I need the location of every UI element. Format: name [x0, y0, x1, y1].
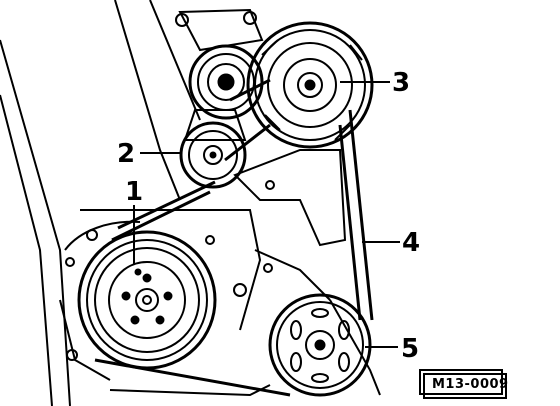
power-steering-pulley — [268, 293, 372, 397]
crankshaft-pulley — [77, 230, 217, 370]
ac-compressor-pulley — [246, 21, 374, 149]
callout-3: 3 — [392, 68, 410, 98]
engine-block — [0, 0, 381, 406]
alternator-pulley — [188, 44, 264, 120]
callout-2: 2 — [117, 139, 135, 169]
drive-belt — [94, 78, 374, 397]
leader-lines — [133, 81, 400, 348]
callout-1: 1 — [125, 177, 143, 207]
callout-4: 4 — [402, 228, 420, 258]
callout-5: 5 — [401, 334, 419, 364]
reference-code-box: M13-0009 — [419, 369, 509, 399]
reference-code: M13-0009 — [432, 377, 509, 392]
